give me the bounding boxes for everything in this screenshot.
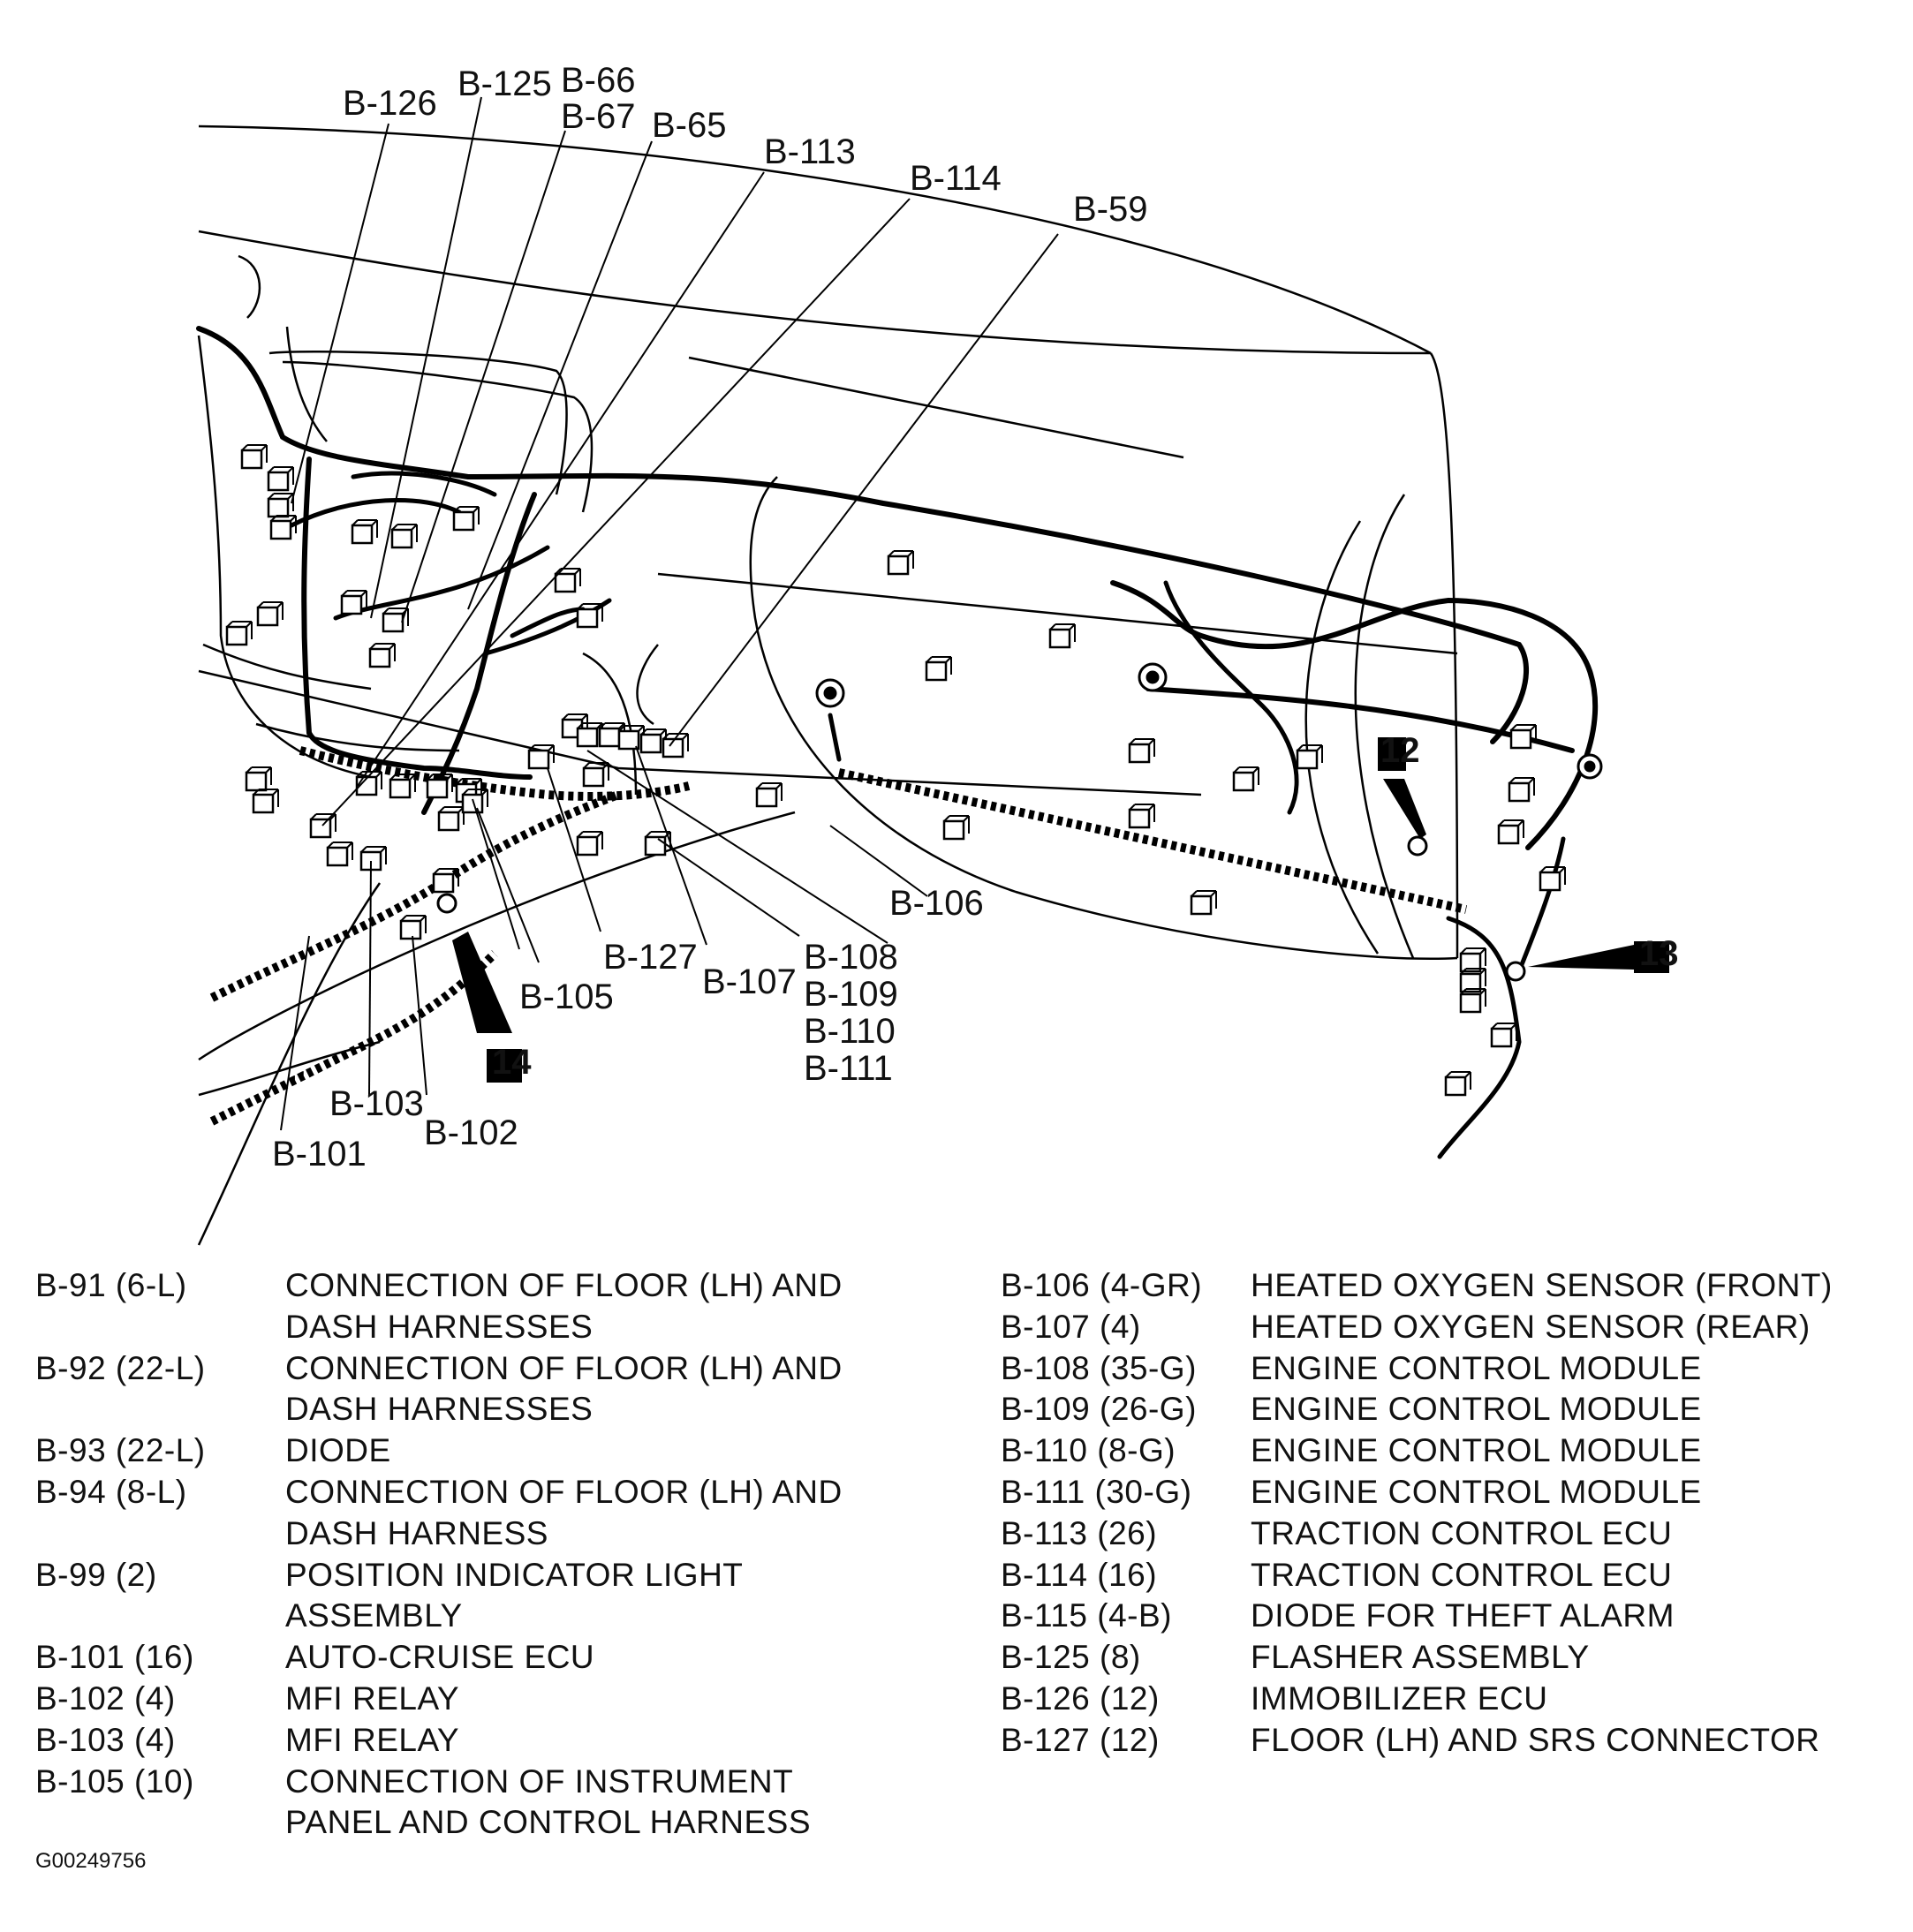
dashboard-outline (197, 125, 1459, 1246)
connector-code: B-94 (8-L) (35, 1473, 187, 1510)
legend-row: B-127 (12) FLOOR (LH) AND SRS CONNECTOR (1001, 1720, 1902, 1762)
callout-b113: B-113 (764, 132, 856, 171)
connector-description: ENGINE CONTROL MODULE (1251, 1391, 1702, 1428)
connector-code: B-99 (2) (35, 1556, 157, 1593)
connector-code: B-102 (4) (35, 1679, 176, 1717)
connector-legend-right: B-106 (4-GR) HEATED OXYGEN SENSOR (FRONT)… (1001, 1265, 1902, 1762)
leader-lines (280, 96, 1059, 1131)
connector-code: B-101 (16) (35, 1639, 194, 1676)
legend-row: B-103 (4) MFI RELAY (35, 1720, 936, 1762)
callout-b59: B-59 (1073, 190, 1148, 229)
ground-terminals (436, 662, 1603, 982)
connector-code: B-125 (8) (1001, 1639, 1141, 1676)
legend-row: B-115 (4-B) DIODE FOR THEFT ALARM (1001, 1596, 1902, 1637)
connector-code: B-126 (12) (1001, 1679, 1160, 1717)
legend-row: B-92 (22-L) CONNECTION OF FLOOR (LH) AND … (35, 1348, 936, 1431)
callout-b102: B-102 (424, 1113, 518, 1152)
callout-b107: B-107 (702, 962, 797, 1001)
legend-row: B-108 (35-G) ENGINE CONTROL MODULE (1001, 1348, 1902, 1390)
connector-description: CONNECTION OF INSTRUMENT PANEL AND CONTR… (285, 1762, 812, 1841)
connector-code: B-109 (26-G) (1001, 1391, 1197, 1428)
connector-code: B-110 (8-G) (1001, 1432, 1176, 1469)
connector-description: MFI RELAY (285, 1721, 460, 1758)
legend-row: B-113 (26) TRACTION CONTROL ECU (1001, 1513, 1902, 1555)
legend-row: B-93 (22-L) DIODE (35, 1430, 936, 1472)
legend-row: B-110 (8-G) ENGINE CONTROL MODULE (1001, 1430, 1902, 1472)
connector-description: ENGINE CONTROL MODULE (1251, 1473, 1702, 1510)
connector-description: ENGINE CONTROL MODULE (1251, 1349, 1702, 1386)
connector-code: B-115 (4-B) (1001, 1597, 1172, 1634)
callout-b111: B-111 (804, 1049, 893, 1088)
legend-row: B-111 (30-G) ENGINE CONTROL MODULE (1001, 1472, 1902, 1513)
connector-code: B-103 (4) (35, 1721, 176, 1758)
connector-code: B-127 (12) (1001, 1721, 1160, 1758)
callout-b125: B-125 (457, 64, 552, 103)
legend-row: B-91 (6-L) CONNECTION OF FLOOR (LH) AND D… (35, 1265, 936, 1348)
connector-description: HEATED OXYGEN SENSOR (FRONT) (1251, 1267, 1833, 1303)
connector-code: B-107 (4) (1001, 1308, 1141, 1345)
connector-code: B-105 (10) (35, 1762, 194, 1800)
callout-b66: B-66 (561, 61, 636, 100)
connector-description: FLOOR (LH) AND SRS CONNECTOR (1251, 1721, 1820, 1758)
legend-row: B-94 (8-L) CONNECTION OF FLOOR (LH) AND D… (35, 1472, 936, 1555)
connector-code: B-111 (30-G) (1001, 1473, 1192, 1510)
callout-b126: B-126 (343, 84, 437, 123)
connector-description: HEATED OXYGEN SENSOR (REAR) (1251, 1308, 1811, 1345)
callout-b127: B-127 (603, 938, 698, 977)
connector-code: B-91 (6-L) (35, 1267, 187, 1303)
callout-b65: B-65 (652, 106, 727, 145)
connector-description: CONNECTION OF FLOOR (LH) AND DASH HARNES… (285, 1473, 843, 1551)
taped-harness (209, 746, 1468, 1126)
connector-description: CONNECTION OF FLOOR (LH) AND DASH HARNES… (285, 1349, 843, 1428)
connector-description: FLASHER ASSEMBLY (1251, 1639, 1590, 1676)
callout-b109: B-109 (804, 975, 898, 1014)
callout-b103: B-103 (329, 1084, 424, 1123)
connector-code: B-106 (4-GR) (1001, 1267, 1203, 1303)
connector-code: B-93 (22-L) (35, 1432, 206, 1469)
callout-labels: B-126 B-125 B-66 B-67 B-65 B-113 B-114 B… (272, 61, 1148, 1174)
connector-description: IMMOBILIZER ECU (1251, 1679, 1548, 1717)
connector-code: B-114 (16) (1001, 1556, 1158, 1593)
callout-b108: B-108 (804, 938, 898, 977)
connector-code: B-92 (22-L) (35, 1349, 206, 1386)
connector-description: ENGINE CONTROL MODULE (1251, 1432, 1702, 1469)
callout-b101: B-101 (272, 1135, 367, 1174)
harness-diagram: B-126 B-125 B-66 B-67 B-65 B-113 B-114 B… (196, 61, 1679, 1246)
legend-row: B-125 (8) FLASHER ASSEMBLY (1001, 1637, 1902, 1679)
view-badge-14: 14 (487, 1043, 532, 1083)
view-arrows (452, 779, 1634, 1033)
connector-description: POSITION INDICATOR LIGHT ASSEMBLY (285, 1556, 744, 1634)
callout-b110: B-110 (804, 1012, 896, 1051)
connector-description: TRACTION CONTROL ECU (1251, 1556, 1673, 1593)
callout-b105: B-105 (519, 977, 614, 1016)
legend-row: B-106 (4-GR) HEATED OXYGEN SENSOR (FRONT) (1001, 1265, 1902, 1307)
legend-row: B-109 (26-G) ENGINE CONTROL MODULE (1001, 1389, 1902, 1430)
connector-description: TRACTION CONTROL ECU (1251, 1514, 1673, 1551)
legend-row: B-101 (16) AUTO-CRUISE ECU (35, 1637, 936, 1679)
callout-b67: B-67 (561, 97, 636, 136)
legend-row: B-105 (10) CONNECTION OF INSTRUMENT PANEL… (35, 1762, 936, 1845)
legend-row: B-126 (12) IMMOBILIZER ECU (1001, 1679, 1902, 1720)
connector-description: AUTO-CRUISE ECU (285, 1639, 595, 1676)
figure-id: G00249756 (35, 1849, 147, 1873)
connector-description: DIODE FOR THEFT ALARM (1251, 1597, 1675, 1634)
callout-b106: B-106 (889, 884, 984, 923)
legend-row: B-99 (2) POSITION INDICATOR LIGHT ASSEMBL… (35, 1555, 936, 1638)
connector-legend-left: B-91 (6-L) CONNECTION OF FLOOR (LH) AND D… (35, 1265, 936, 1844)
legend-row: B-107 (4) HEATED OXYGEN SENSOR (REAR) (1001, 1307, 1902, 1348)
view-badge-13: 13 (1634, 934, 1679, 973)
connector-description: CONNECTION OF FLOOR (LH) AND DASH HARNES… (285, 1267, 843, 1345)
svg-text:14: 14 (492, 1043, 532, 1082)
view-badge-12: 12 (1378, 731, 1420, 771)
svg-text:13: 13 (1639, 934, 1679, 973)
connector-code: B-113 (26) (1001, 1514, 1158, 1551)
callout-b114: B-114 (910, 159, 1002, 198)
connector-code: B-108 (35-G) (1001, 1349, 1197, 1386)
legend-row: B-102 (4) MFI RELAY (35, 1679, 936, 1720)
connector-description: MFI RELAY (285, 1679, 460, 1717)
connector-description: DIODE (285, 1432, 391, 1469)
legend-row: B-114 (16) TRACTION CONTROL ECU (1001, 1555, 1902, 1596)
svg-text:12: 12 (1380, 731, 1420, 770)
